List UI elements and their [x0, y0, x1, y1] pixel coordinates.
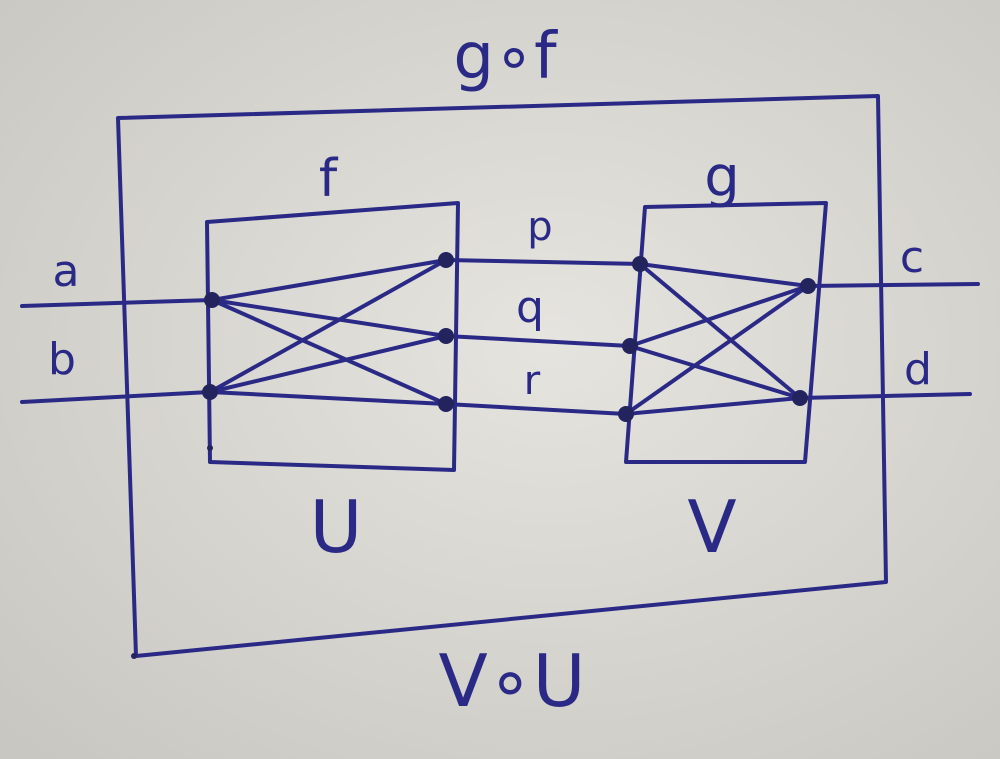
output-label-c: c: [900, 232, 924, 283]
ink-mark: [207, 445, 213, 451]
box-g-name: g: [704, 145, 740, 210]
node-g-in-p: [632, 256, 648, 272]
wire-r: [444, 402, 628, 416]
node-f-out-r: [438, 396, 454, 412]
wire-label-r: r: [524, 358, 541, 404]
box-f-name: f: [319, 149, 339, 209]
ink-mark: [131, 653, 137, 659]
node-f-in-b: [202, 384, 218, 400]
box-f-caption: U: [310, 485, 363, 569]
wire-q: [444, 334, 632, 348]
wire-label-q: q: [516, 282, 544, 333]
node-g-out-d: [792, 390, 808, 406]
outer-bottom-label: V∘U: [438, 639, 585, 723]
input-label-a: a: [53, 246, 80, 297]
box-f-internal-wiring: [208, 258, 448, 406]
box-g-caption: V: [687, 485, 736, 569]
box-g-internal-wiring: [624, 262, 810, 416]
outer-box: [116, 94, 888, 658]
node-g-in-q: [622, 338, 638, 354]
outer-top-label: g∘f: [453, 20, 558, 94]
wire-a: [20, 298, 214, 308]
node-g-in-r: [618, 406, 634, 422]
wire-b: [20, 390, 212, 404]
box-g: [624, 201, 828, 464]
output-label-d: d: [904, 344, 932, 395]
wire-label-p: p: [527, 204, 552, 250]
input-label-b: b: [48, 334, 76, 385]
node-g-out-c: [800, 278, 816, 294]
node-f-out-p: [438, 252, 454, 268]
box-f: [205, 201, 460, 472]
wire-c: [806, 282, 980, 288]
node-f-out-q: [438, 328, 454, 344]
wire-p: [444, 258, 642, 266]
node-f-in-a: [204, 292, 220, 308]
wire-d: [798, 392, 972, 400]
